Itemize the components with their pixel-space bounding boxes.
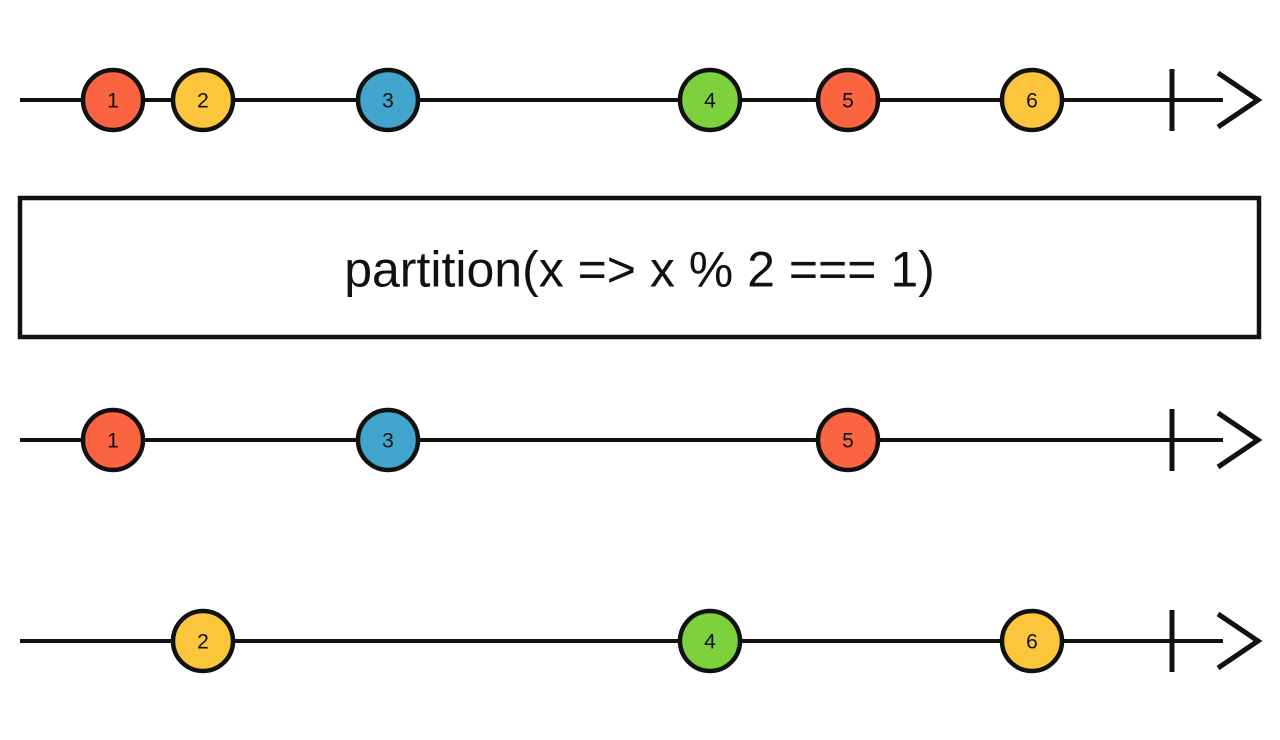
timeline-output-odd: 1 3 5	[20, 407, 1263, 473]
marble-circle-red[interactable]	[815, 407, 881, 473]
operator-box-label: partition(x => x % 2 === 1)	[344, 242, 935, 298]
marble-circle-yellow[interactable]	[999, 67, 1065, 133]
marble[interactable]: 3	[355, 407, 421, 473]
marble-circle-blue[interactable]	[355, 407, 421, 473]
marble[interactable]: 6	[999, 67, 1065, 133]
timeline-output-even: 2 4 6	[20, 608, 1263, 674]
marble-circle-red[interactable]	[80, 407, 146, 473]
marble-circle-yellow[interactable]	[170, 608, 236, 674]
operator-box-border	[17, 195, 1262, 340]
marble[interactable]: 4	[677, 67, 743, 133]
marble[interactable]: 6	[999, 608, 1065, 674]
marble[interactable]: 4	[677, 608, 743, 674]
marble[interactable]: 1	[80, 67, 146, 133]
marble-circle-red[interactable]	[815, 67, 881, 133]
operator-box[interactable]: partition(x => x % 2 === 1)	[17, 195, 1262, 340]
marble[interactable]: 2	[170, 67, 236, 133]
marble-circle-red[interactable]	[80, 67, 146, 133]
marble-circle-yellow[interactable]	[999, 608, 1065, 674]
marble[interactable]: 1	[80, 407, 146, 473]
marble[interactable]: 5	[815, 67, 881, 133]
stream-arrowhead-icon	[1216, 611, 1263, 671]
stream-arrowhead-icon	[1216, 70, 1263, 130]
marble[interactable]: 5	[815, 407, 881, 473]
marble-circle-blue[interactable]	[355, 67, 421, 133]
marble-circle-yellow[interactable]	[170, 67, 236, 133]
stream-arrowhead-icon	[1216, 410, 1263, 470]
marble[interactable]: 2	[170, 608, 236, 674]
marble[interactable]: 3	[355, 67, 421, 133]
marble-circle-green[interactable]	[677, 67, 743, 133]
marble-circle-green[interactable]	[677, 608, 743, 674]
